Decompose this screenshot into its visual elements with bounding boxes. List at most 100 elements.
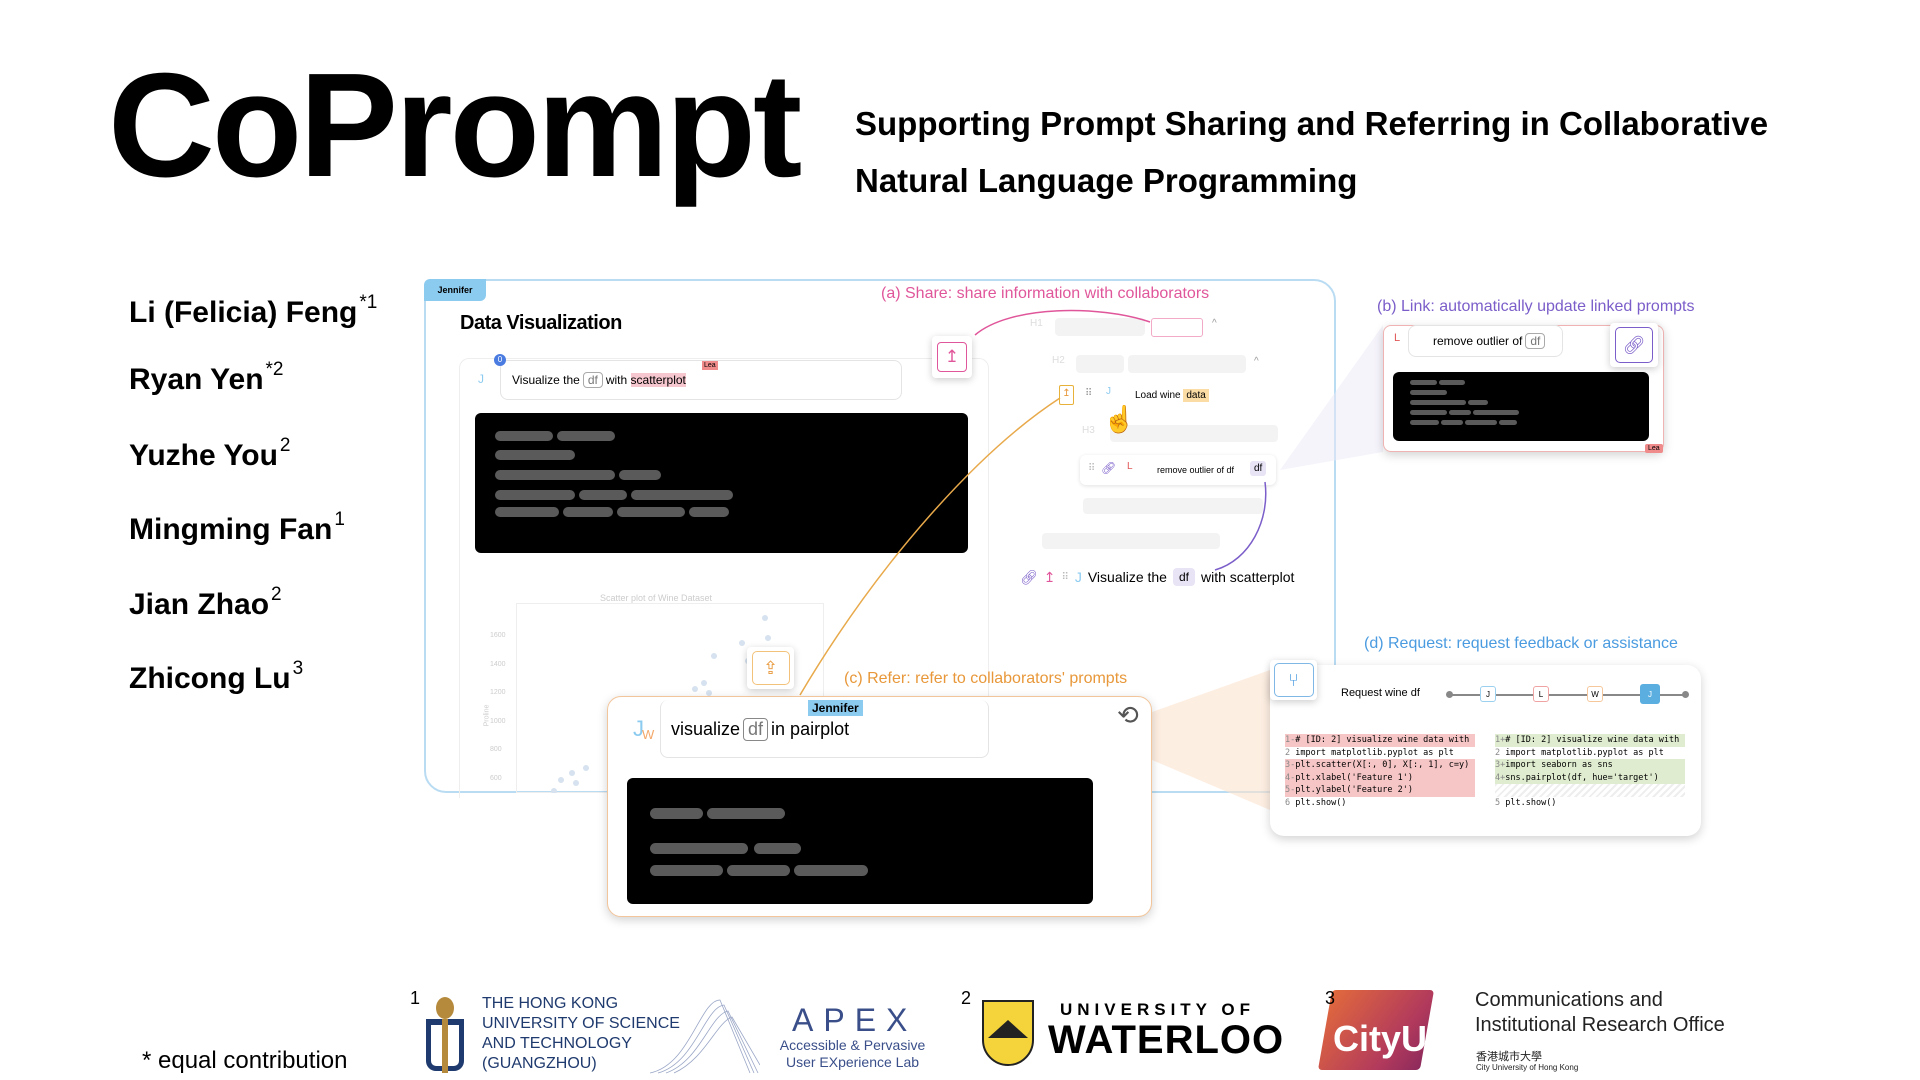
placeholder-row xyxy=(1055,318,1145,336)
author-name: Jian Zhao xyxy=(129,588,270,621)
link-button[interactable]: 🔗︎ xyxy=(1610,323,1658,367)
code-text: plt.ylabel('Feature 2') xyxy=(1295,785,1413,795)
logo-line: Accessible & Pervasive xyxy=(779,1037,926,1053)
request-button[interactable]: ⑂ xyxy=(1270,660,1317,700)
author-affiliation: 3 xyxy=(292,658,304,679)
cityu-english-name: City University of Hong Kong xyxy=(1476,1063,1579,1072)
heading-h2: H2 xyxy=(1052,355,1065,366)
df-reference-chip[interactable]: df xyxy=(743,718,769,741)
pull-request-icon: ⑂ xyxy=(1273,663,1314,697)
line-number xyxy=(1495,785,1505,795)
share-icon: ↥ xyxy=(937,342,967,372)
diff-line: 1+# [ID: 2] visualize wine data with xyxy=(1495,734,1685,747)
diff-line xyxy=(1495,784,1685,797)
affiliation-number: 3 xyxy=(1325,988,1336,1008)
code-text: import matplotlib.pyplot as plt xyxy=(1295,747,1454,758)
book-upload-icon: ⇪ xyxy=(751,651,790,685)
affiliation-number: 2 xyxy=(961,988,972,1008)
code-output-block xyxy=(1393,372,1649,441)
tree-item-remove[interactable] xyxy=(1080,455,1276,485)
code-text xyxy=(1505,785,1510,795)
link-icon: 🔗︎ xyxy=(1101,461,1117,475)
author-name: Zhicong Lu xyxy=(129,662,291,695)
share-icon: ↥ xyxy=(1043,568,1056,585)
apex-logo-name: APEX xyxy=(792,1002,918,1038)
tree-item-load[interactable]: Load wine data xyxy=(1135,389,1209,402)
collapse-icon[interactable]: ^ xyxy=(1254,356,1259,367)
df-reference-chip[interactable]: df xyxy=(1525,333,1546,349)
user-initial: J xyxy=(633,716,644,741)
diff-line: 4-plt.xlabel('Feature 1') xyxy=(1285,771,1475,784)
request-annotation: (d) Request: request feedback or assista… xyxy=(1364,635,1678,652)
line-number: 1+ xyxy=(1495,735,1506,745)
df-reference-chip[interactable]: df xyxy=(1172,568,1195,586)
affiliation-number: 1 xyxy=(410,988,421,1008)
author-affiliation: 2 xyxy=(271,584,282,605)
user-initial: J xyxy=(1106,386,1111,397)
placeholder-row xyxy=(1110,425,1278,442)
logo-line: AND TECHNOLOGY xyxy=(482,1035,632,1052)
diff-line: 1-# [ID: 2] visualize wine data with sc xyxy=(1285,734,1475,747)
author-affiliation: 2 xyxy=(279,435,291,456)
line-number: 2 xyxy=(1495,747,1506,758)
drag-handle-icon[interactable]: ⠿ xyxy=(1061,571,1069,583)
line-number: 3- xyxy=(1285,760,1296,770)
user-initial: J xyxy=(478,372,484,386)
author: Ryan Yen*2 xyxy=(129,359,284,397)
hkust-logo-icon xyxy=(424,997,466,1073)
author: Li (Felicia) Feng*1 xyxy=(129,292,377,330)
highlighted-word: scatterplot xyxy=(630,373,686,387)
y-tick: 800 xyxy=(490,746,502,753)
drag-handle-icon[interactable]: ⠿ xyxy=(1088,463,1096,474)
code-text: plt.show() xyxy=(1505,797,1557,808)
timeline-avatar-current[interactable]: J xyxy=(1640,684,1660,704)
logo-line: Institutional Research Office xyxy=(1475,1014,1725,1036)
diff-line: 5 plt.show() xyxy=(1495,797,1685,810)
share-button[interactable]: ↥ xyxy=(932,336,972,378)
drag-handle-icon[interactable]: ⠿ xyxy=(1085,388,1093,399)
code-text: sns.pairplot(df, hue='target') xyxy=(1505,772,1659,783)
history-icon[interactable]: ⟲ xyxy=(1117,700,1139,730)
equal-contribution-note: * equal contribution xyxy=(142,1047,348,1074)
line-number: 4+ xyxy=(1495,772,1506,783)
code-text: plt.scatter(X[:, 0], X[:, 1], c=y) xyxy=(1295,760,1470,770)
timeline-avatar[interactable]: W xyxy=(1587,686,1603,702)
heading-h3: H3 xyxy=(1082,425,1095,436)
user-initial: L xyxy=(1127,461,1133,472)
user-tab[interactable]: Jennifer xyxy=(424,279,486,301)
logo-line: (GUANGZHOU) xyxy=(482,1055,597,1072)
cityu-logo-mark: CityU xyxy=(1333,1018,1428,1059)
shared-slot xyxy=(1151,318,1203,337)
df-reference-chip[interactable]: df xyxy=(582,372,603,388)
df-reference-chip[interactable]: df xyxy=(1250,461,1267,476)
placeholder-row xyxy=(1076,355,1124,373)
code-text: plt.xlabel('Feature 1') xyxy=(1295,772,1413,783)
code-output-block xyxy=(475,413,968,553)
code-text: # [ID: 2] visualize wine data with xyxy=(1505,735,1680,745)
prompt-input[interactable] xyxy=(500,360,902,400)
linked-prompt-input[interactable] xyxy=(1408,325,1563,357)
collaborator-tag: Lea xyxy=(1645,444,1663,453)
shared-prompt-icon[interactable]: ↥ xyxy=(1059,385,1074,405)
cell-badge: 0 xyxy=(494,354,506,366)
placeholder-row xyxy=(1042,533,1220,549)
line-number: 1- xyxy=(1285,735,1296,745)
app-title: CoPrompt xyxy=(108,43,802,208)
code-text: import matplotlib.pyplot as plt xyxy=(1505,747,1664,758)
highlighted-word: data xyxy=(1183,389,1209,402)
apex-wave-graphic xyxy=(650,999,760,1074)
timeline-avatar[interactable]: J xyxy=(1480,686,1496,702)
link-annotation: (b) Link: automatically update linked pr… xyxy=(1377,298,1695,315)
prompt-text-after: in pairplot xyxy=(771,719,850,739)
refer-button[interactable]: ⇪ xyxy=(747,647,794,689)
collapse-icon[interactable]: ^ xyxy=(1212,318,1217,329)
timeline-avatar[interactable]: L xyxy=(1533,686,1549,702)
